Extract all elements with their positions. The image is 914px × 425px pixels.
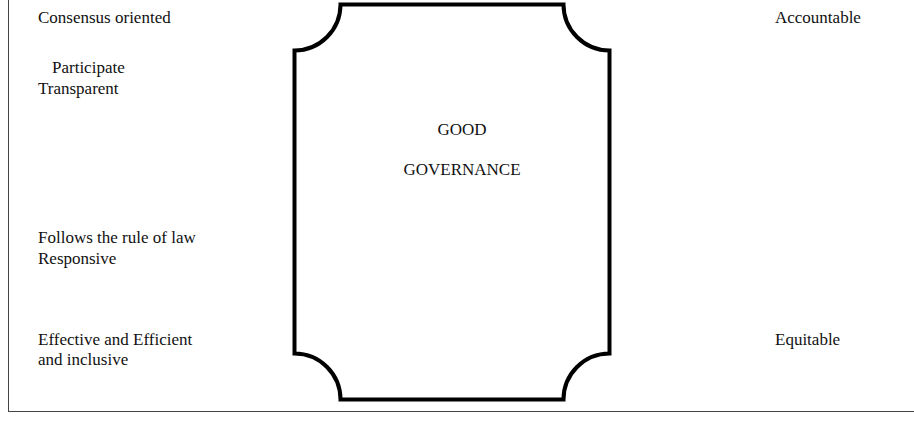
principle-label: Follows the rule of law xyxy=(38,228,278,248)
principle-label: Effective and Efficient and inclusive xyxy=(38,330,216,370)
principle-label: Accountable xyxy=(775,8,905,28)
frame-line xyxy=(8,0,9,412)
principle-label: Responsive xyxy=(38,249,238,269)
node-outline xyxy=(292,2,612,402)
governance-shape: GOOD GOVERNANCE xyxy=(292,2,612,402)
principle-label: Participate xyxy=(52,58,252,78)
frame-line xyxy=(8,411,914,412)
principle-label: Consensus oriented xyxy=(38,8,238,28)
node-title: GOOD GOVERNANCE xyxy=(392,110,532,190)
principle-label: Transparent xyxy=(38,79,238,99)
principle-label: Equitable xyxy=(775,330,905,350)
concave-frame xyxy=(295,5,610,400)
